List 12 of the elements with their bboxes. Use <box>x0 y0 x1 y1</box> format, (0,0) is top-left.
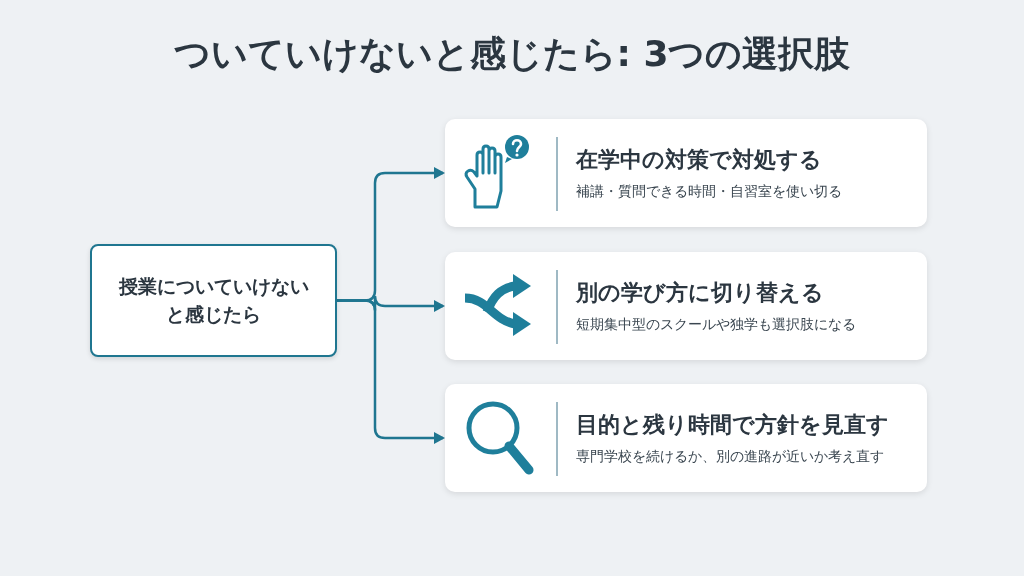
option-description: 専門学校を続けるか、別の進路が近いか考え直す <box>576 448 884 466</box>
option-card <box>445 384 927 492</box>
option-heading: 目的と残り時間で方針を見直す <box>576 411 889 439</box>
option-description: 補講・質問できる時間・自習室を使い切る <box>576 183 842 201</box>
option-heading: 別の学び方に切り替える <box>576 279 824 307</box>
arrow <box>337 299 445 444</box>
option-card <box>445 119 927 227</box>
topic-box: 授業についていけないと感じたら <box>90 244 337 357</box>
option-description: 短期集中型のスクールや独学も選択肢になる <box>576 316 856 334</box>
option-card <box>445 252 927 360</box>
option-heading: 在学中の対策で対処する <box>576 146 822 174</box>
title: ついていけないと感じたら: 3つの選択肢 <box>172 32 852 76</box>
